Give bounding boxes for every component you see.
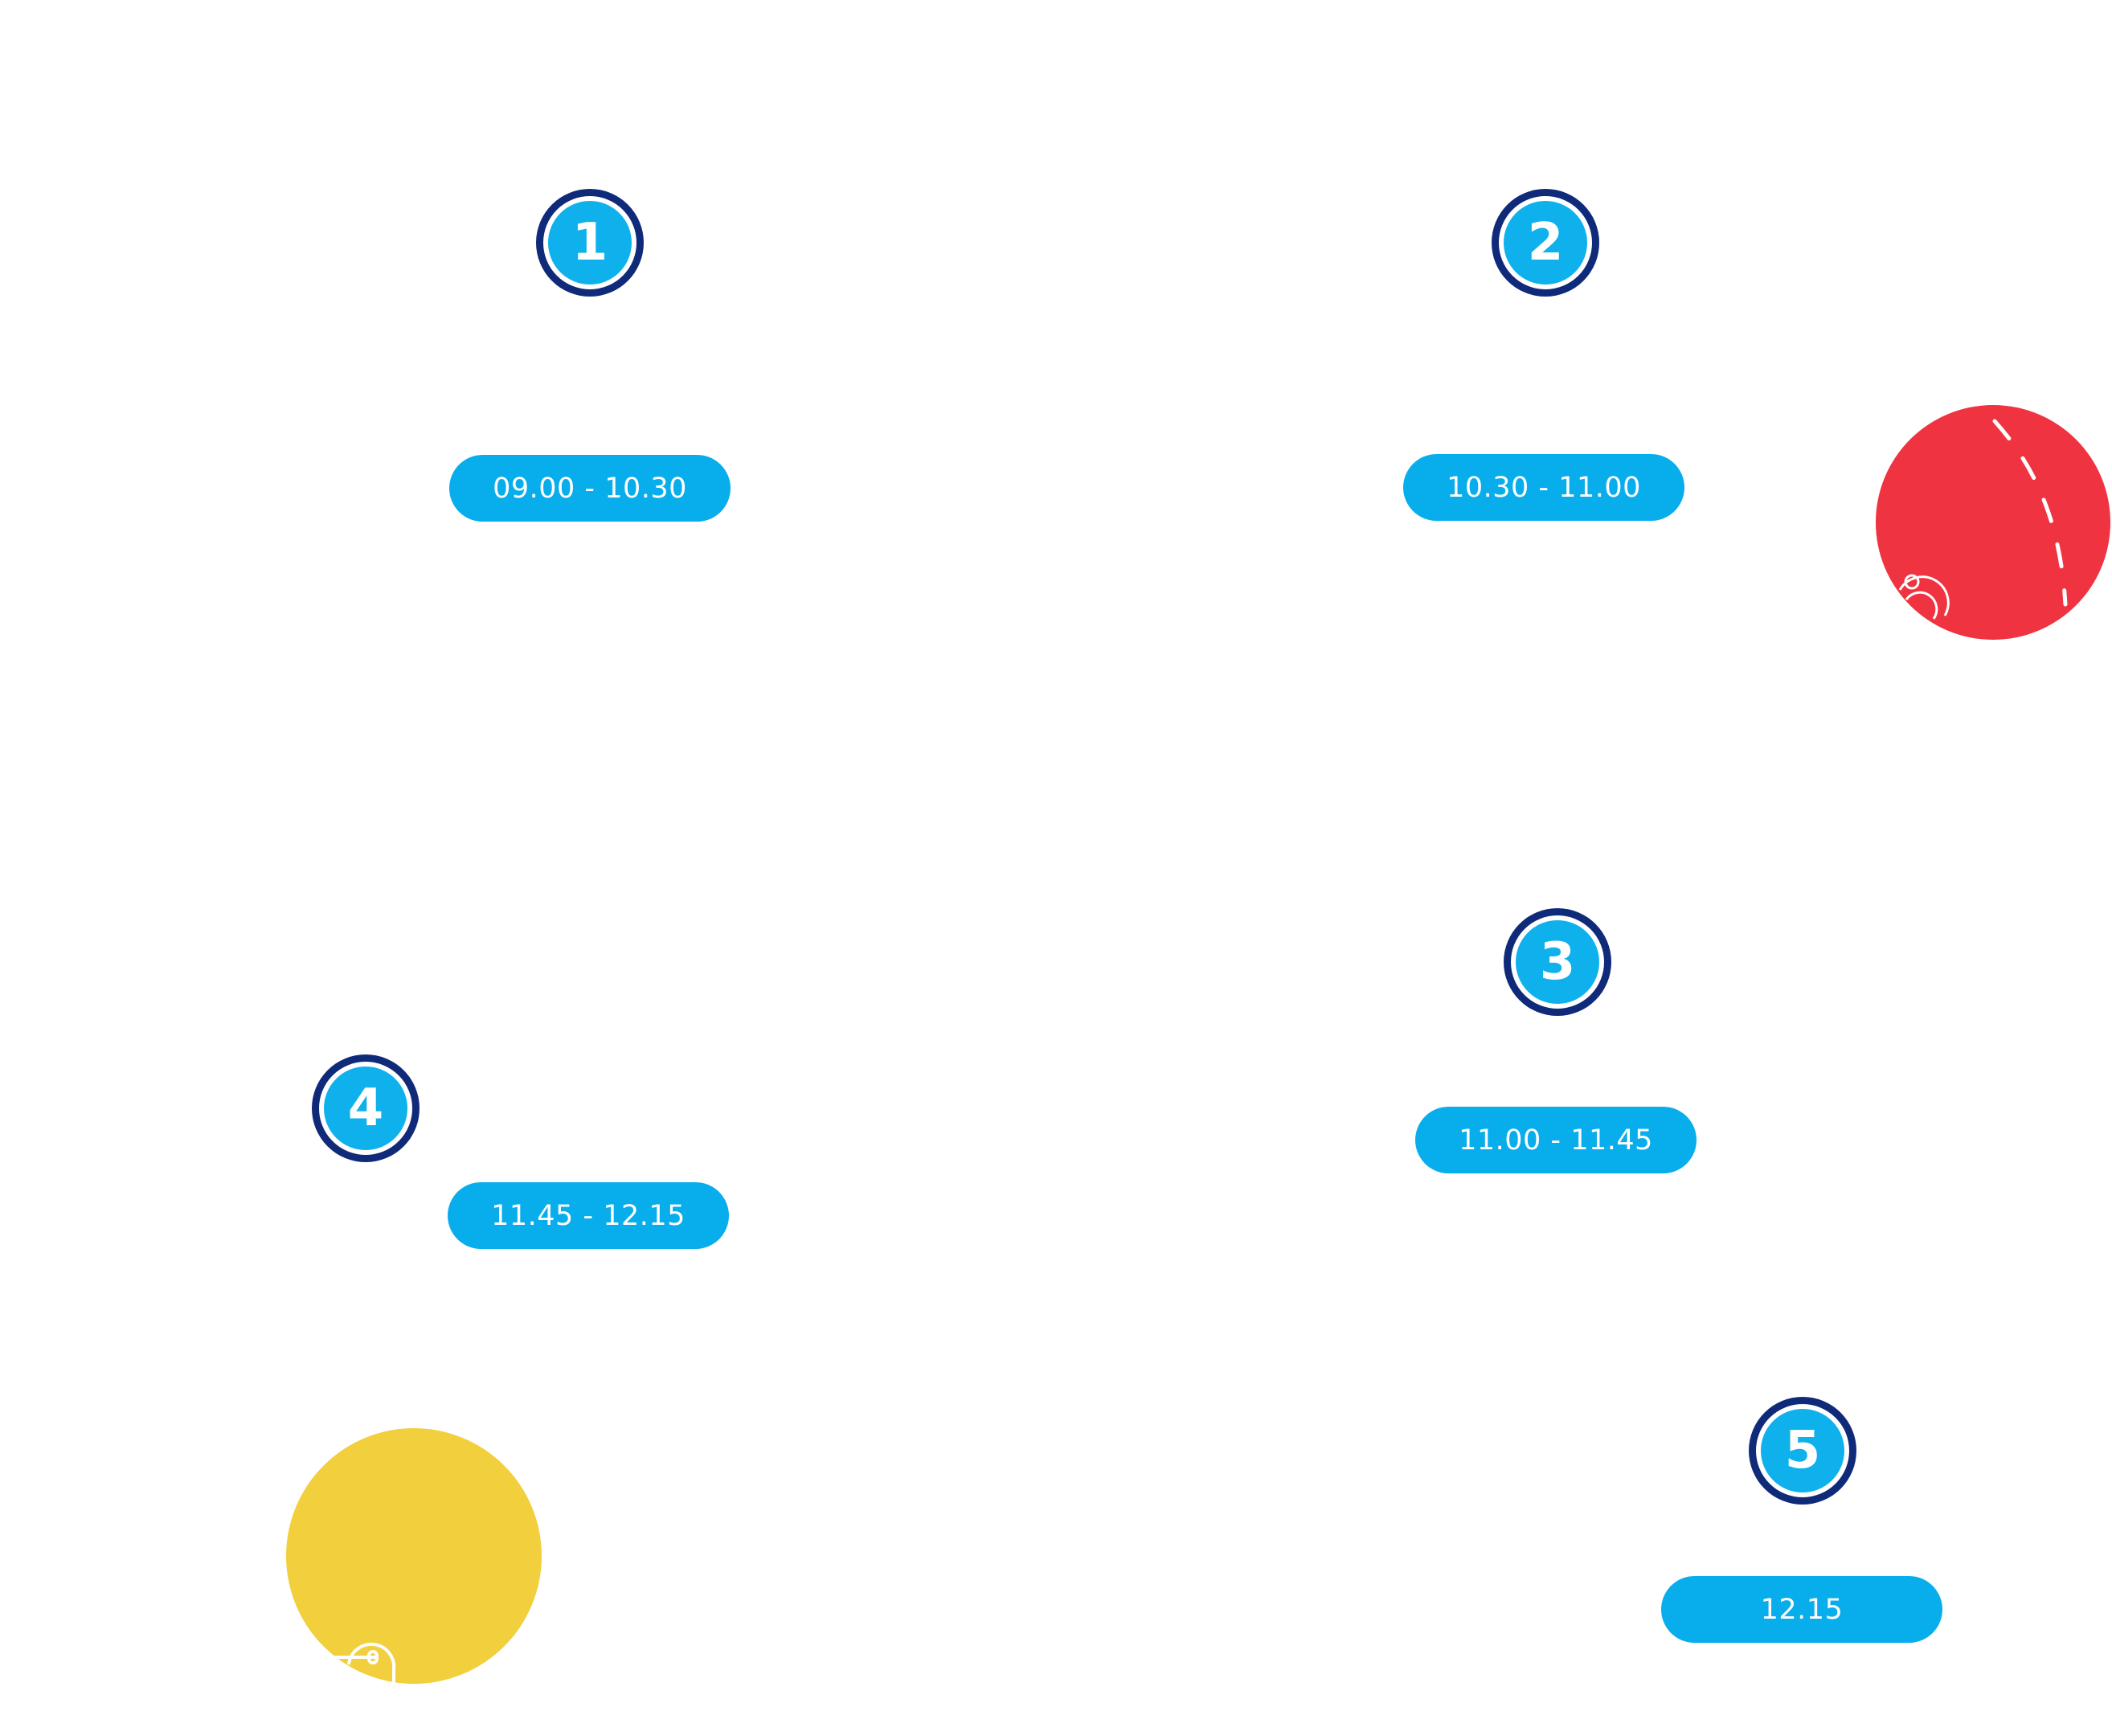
step-1-number: 1 bbox=[571, 213, 608, 272]
step-2-time: 10.30 - 11.00 bbox=[1447, 471, 1641, 504]
step-2-time-pill: 10.30 - 11.00 bbox=[1403, 454, 1684, 521]
step-1-time-pill: 09.00 - 10.30 bbox=[449, 455, 731, 522]
step-3-time: 11.00 - 11.45 bbox=[1459, 1124, 1653, 1157]
step-4-badge: 4 bbox=[319, 1062, 412, 1155]
step-5-number: 5 bbox=[1784, 1421, 1821, 1480]
step-3-number: 3 bbox=[1539, 932, 1576, 992]
step-4-time-pill: 11.45 - 12.15 bbox=[448, 1182, 729, 1249]
step-4-number: 4 bbox=[347, 1079, 384, 1138]
step-1-badge: 1 bbox=[543, 196, 636, 289]
step-2-number: 2 bbox=[1527, 213, 1564, 272]
step-1-time: 09.00 - 10.30 bbox=[493, 472, 687, 505]
bicycle-icon bbox=[286, 1428, 542, 1684]
step-5-badge: 5 bbox=[1756, 1404, 1849, 1497]
step-5-time: 12.15 bbox=[1760, 1593, 1844, 1626]
step-3-time-pill: 11.00 - 11.45 bbox=[1415, 1107, 1697, 1173]
step-4-time: 11.45 - 12.15 bbox=[491, 1199, 686, 1232]
step-5-time-pill: 12.15 bbox=[1661, 1576, 1942, 1643]
step-2-badge: 2 bbox=[1499, 196, 1592, 289]
step-3-badge: 3 bbox=[1511, 915, 1604, 1009]
route-marker-icon bbox=[1876, 405, 2110, 640]
